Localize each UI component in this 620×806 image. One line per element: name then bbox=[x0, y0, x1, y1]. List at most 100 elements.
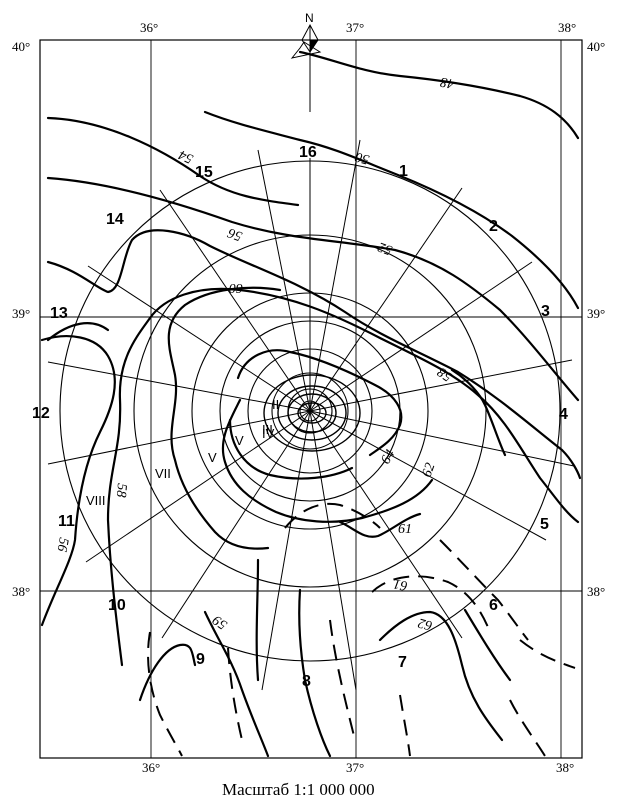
isoline-left-edge bbox=[46, 322, 110, 342]
isoline-value-labels: 48 50 52 54 56 58 58 60 61 61 62 62 64 5… bbox=[54, 74, 456, 633]
isoline-label-48: 48 bbox=[439, 74, 455, 91]
isoline-48 bbox=[298, 50, 580, 140]
ring-numeral-labels: II III IV V V VII VIII bbox=[86, 397, 279, 508]
isoline-dashed-7 bbox=[509, 699, 546, 757]
lon-label-bottom-38: 38° bbox=[556, 760, 574, 775]
lon-label-top-37: 37° bbox=[346, 20, 364, 35]
ray-number-5: 5 bbox=[540, 516, 549, 533]
lon-label-bottom-36: 36° bbox=[142, 760, 160, 775]
isoline-label-50: 50 bbox=[354, 149, 371, 167]
isoline-right-edge bbox=[450, 368, 507, 457]
isoline-label-64: 64 bbox=[378, 447, 398, 467]
ray-number-7: 7 bbox=[398, 654, 407, 671]
ray-5 bbox=[309, 359, 573, 412]
ray-8 bbox=[309, 410, 463, 639]
ray-11 bbox=[161, 410, 311, 639]
ray-2 bbox=[309, 139, 361, 412]
isoline-bottom-mid bbox=[255, 558, 260, 682]
isoline-bottom-right bbox=[463, 608, 512, 682]
isoline-dashed-1 bbox=[284, 502, 381, 529]
lat-label-left-40: 40° bbox=[12, 39, 30, 54]
epicenter-isolines bbox=[263, 374, 361, 452]
isoline-60 bbox=[167, 286, 282, 550]
lat-label-right-39: 39° bbox=[587, 306, 605, 321]
isoline-bottom-center bbox=[298, 588, 332, 758]
ray-number-9: 9 bbox=[196, 651, 205, 668]
ring-numeral-II: II bbox=[272, 397, 279, 412]
ray-17 bbox=[257, 149, 311, 412]
ray-10 bbox=[261, 410, 311, 691]
isoline-dashed-3 bbox=[227, 619, 356, 741]
north-arrow: N bbox=[290, 11, 322, 112]
epicenter-isoline-2 bbox=[287, 393, 337, 433]
isoline-62-lower bbox=[378, 610, 504, 742]
ray-number-13: 13 bbox=[50, 305, 68, 322]
isoline-label-56-left: 56 bbox=[54, 536, 71, 552]
isoline-52 bbox=[46, 176, 580, 402]
isoline-56-lower bbox=[40, 335, 116, 627]
ray-number-11: 11 bbox=[58, 513, 75, 530]
ray-6 bbox=[309, 410, 575, 467]
isoline-62 bbox=[221, 398, 434, 523]
epicenter-isoline-4 bbox=[263, 374, 361, 452]
ring-numeral-V-1: V bbox=[235, 433, 244, 448]
ray-number-10: 10 bbox=[108, 597, 126, 614]
ray-7 bbox=[309, 410, 547, 541]
ray-4 bbox=[309, 261, 533, 412]
ray-16 bbox=[159, 189, 311, 412]
ray-number-16: 16 bbox=[299, 144, 317, 161]
ray-9 bbox=[309, 410, 357, 691]
ray-3 bbox=[309, 187, 463, 412]
isoline-64 bbox=[228, 349, 403, 480]
isoline-54 bbox=[46, 116, 300, 207]
isoline-label-61-upper: 61 bbox=[398, 522, 412, 537]
ray-number-6: 6 bbox=[489, 597, 498, 614]
ray-number-14: 14 bbox=[106, 211, 124, 228]
lon-label-top-38: 38° bbox=[558, 20, 576, 35]
isoline-label-61-lower: 61 bbox=[392, 576, 408, 593]
ring-numeral-VII: VII bbox=[155, 466, 171, 481]
ray-number-15: 15 bbox=[195, 164, 213, 181]
ring-numeral-IV: IV bbox=[262, 426, 275, 441]
ray-number-8: 8 bbox=[302, 673, 311, 690]
lon-label-bottom-37: 37° bbox=[346, 760, 364, 775]
ray-number-labels: 1 2 3 4 5 6 7 8 9 10 11 12 13 14 15 16 bbox=[32, 144, 568, 690]
epicenter-isoline-3 bbox=[277, 385, 347, 441]
isoline-dashed-4 bbox=[371, 575, 491, 633]
ring-numeral-VIII: VIII bbox=[86, 493, 106, 508]
ray-number-4: 4 bbox=[559, 406, 568, 423]
north-label: N bbox=[305, 11, 314, 25]
ray-number-2: 2 bbox=[489, 218, 498, 235]
isolines bbox=[40, 50, 582, 758]
scale-caption: Масштаб 1:1 000 000 bbox=[222, 780, 375, 799]
ray-15 bbox=[87, 265, 311, 412]
ray-number-3: 3 bbox=[541, 303, 550, 320]
isoline-dashed-2 bbox=[147, 631, 183, 757]
lat-label-right-40: 40° bbox=[587, 39, 605, 54]
isoline-label-62-lower: 62 bbox=[417, 615, 434, 633]
isoline-dashed-6 bbox=[439, 539, 529, 641]
isoline-label-52: 52 bbox=[376, 238, 394, 257]
ray-number-12: 12 bbox=[32, 405, 50, 422]
ray-number-1: 1 bbox=[399, 163, 408, 180]
isoline-label-62-upper: 62 bbox=[420, 461, 439, 479]
ray-13 bbox=[47, 410, 311, 465]
isoline-59 bbox=[138, 610, 270, 758]
lat-label-left-39: 39° bbox=[12, 306, 30, 321]
isoline-dashed-5 bbox=[399, 639, 576, 757]
ring-numeral-V-2: V bbox=[208, 450, 217, 465]
isoline-56 bbox=[46, 229, 582, 480]
isoline-label-54: 54 bbox=[177, 146, 196, 166]
lat-label-left-38: 38° bbox=[12, 584, 30, 599]
isoline-label-60: 60 bbox=[229, 280, 243, 295]
isoline-label-58-left: 58 bbox=[113, 483, 129, 498]
isoline-50 bbox=[203, 110, 580, 310]
lat-label-right-38: 38° bbox=[587, 584, 605, 599]
isoline-label-56: 56 bbox=[226, 224, 244, 243]
epicenter-isoline-1 bbox=[297, 402, 327, 424]
ray-14 bbox=[47, 361, 311, 412]
ray-12 bbox=[85, 410, 311, 563]
lon-label-top-36: 36° bbox=[140, 20, 158, 35]
isoline-61 bbox=[338, 512, 422, 538]
